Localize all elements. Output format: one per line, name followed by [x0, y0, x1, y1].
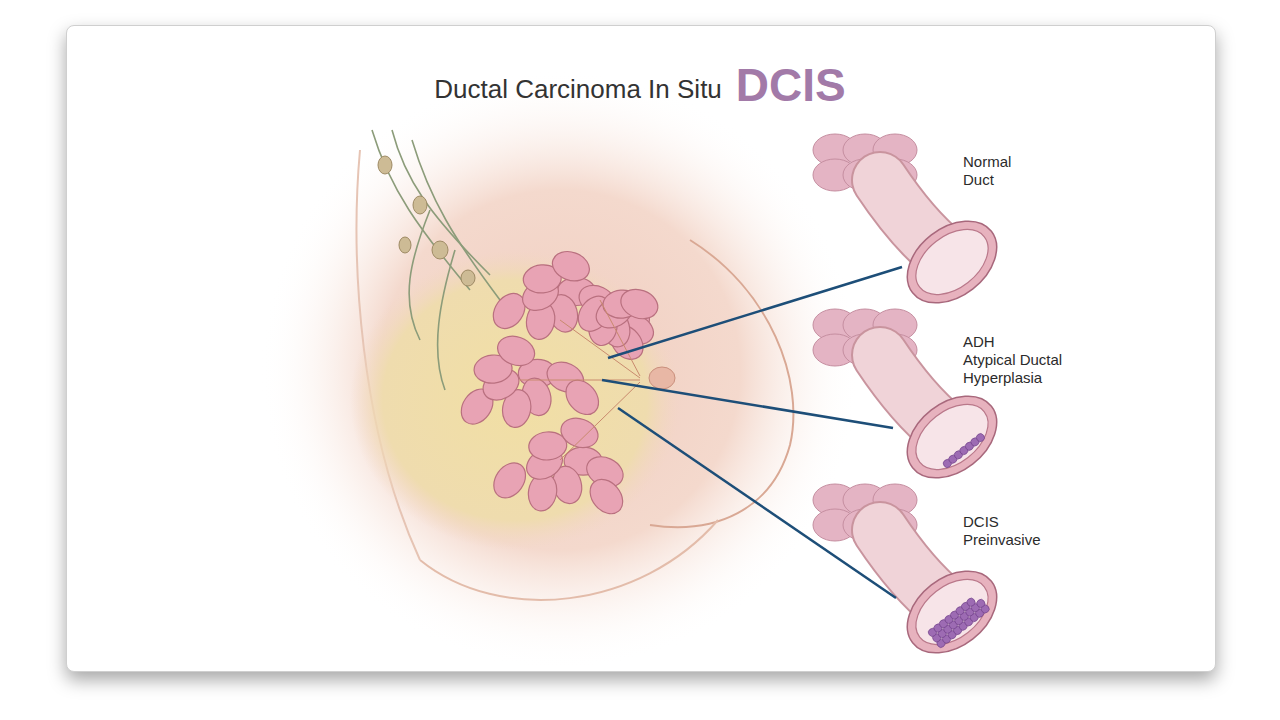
- gland-lobule: [557, 413, 602, 452]
- fatty-tissue: [350, 250, 680, 550]
- skin-glow: [260, 70, 860, 670]
- gland-lobule: [559, 374, 605, 421]
- duct-label: Atypical Ductal Hyperplasia: [963, 351, 1085, 387]
- duct-wall: [892, 554, 1013, 669]
- duct-label: ADH: [963, 333, 995, 351]
- lymph-nodes: [378, 156, 475, 286]
- gland-lobes: [455, 247, 662, 521]
- duct-opening: [892, 379, 1013, 494]
- duct-details: [813, 134, 1012, 670]
- milk-ducts: [520, 300, 640, 460]
- diagram-title: Ductal Carcinoma In Situ: [434, 74, 722, 105]
- abnormal-cell: [965, 597, 976, 608]
- duct-lumen: [904, 391, 1001, 482]
- gland-lobule: [487, 457, 532, 504]
- duct-wall: [892, 204, 1013, 319]
- duct-label: Normal Duct: [963, 153, 1033, 189]
- gland-lobule: [583, 473, 629, 520]
- gland-lobule: [617, 284, 662, 323]
- title-acronym: DCIS: [736, 58, 846, 113]
- gland-lobule: [493, 331, 538, 370]
- duct-opening: [892, 554, 1013, 669]
- breast-outline: [650, 240, 793, 527]
- leader-lines: [602, 267, 902, 598]
- duct-wall: [892, 379, 1013, 494]
- duct-lumen: [904, 566, 1001, 657]
- nipple: [649, 367, 675, 389]
- duct-label: DCIS: [963, 513, 999, 531]
- abnormal-cell: [975, 598, 986, 609]
- duct-opening: [892, 204, 1013, 319]
- lymph-vessels: [372, 130, 500, 390]
- duct-label: Preinvasive: [963, 531, 1041, 549]
- duct-lumen: [904, 216, 1001, 307]
- abnormal-cell: [975, 432, 986, 443]
- gland-lobule: [548, 247, 593, 286]
